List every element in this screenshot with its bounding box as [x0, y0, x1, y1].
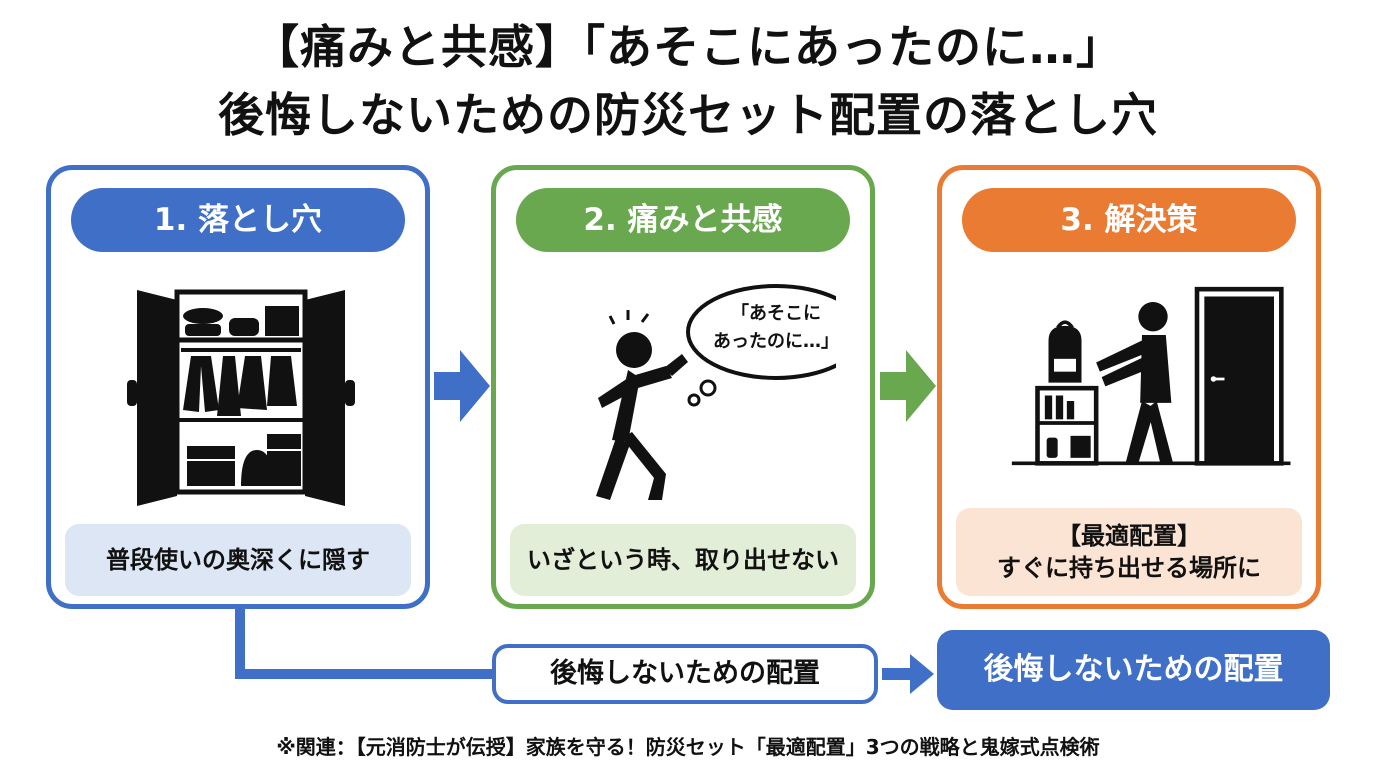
arrow-right-icon — [434, 350, 490, 422]
placement-box-outlined: 後悔しないための配置 — [492, 644, 878, 704]
panel-pitfall: 1. 落とし穴 普段使いの奥深くに隠す — [46, 165, 430, 609]
related-footnote: ※関連：【元消防士が伝授】家族を守る！防災セット「最適配置」3つの戦略と鬼嫁式点… — [276, 735, 1100, 759]
panel-pain: 2. 痛みと共感 「あそこに あったのに…」 いざという時、取り出せない — [491, 165, 875, 609]
panel-caption: 普段使いの奥深くに隠す — [65, 524, 411, 596]
page-title-line1: 【痛みと共感】「あそこにあったのに…」 — [253, 20, 1123, 74]
panel-heading: 3. 解決策 — [962, 188, 1296, 252]
placement-box-solid: 後悔しないための配置 — [937, 630, 1330, 710]
panicked-person-icon — [596, 284, 836, 500]
person-placing-bag-icon — [1011, 286, 1291, 466]
closet-icon — [127, 289, 355, 506]
panel-solution: 3. 解決策 【最適配置】 すぐに持ち出せる場所に — [937, 165, 1321, 609]
arrow-right-icon — [882, 654, 934, 694]
panel-caption: 【最適配置】 すぐに持ち出せる場所に — [956, 508, 1302, 596]
panel-heading: 1. 落とし穴 — [71, 188, 405, 252]
panel-caption: いざという時、取り出せない — [510, 524, 856, 596]
page-title-line2: 後悔しないための防災セット配置の落とし穴 — [218, 88, 1158, 142]
arrow-right-icon — [880, 350, 936, 422]
speech-bubble: 「あそこに あったのに…」 — [713, 303, 839, 352]
panel-heading: 2. 痛みと共感 — [516, 188, 850, 252]
